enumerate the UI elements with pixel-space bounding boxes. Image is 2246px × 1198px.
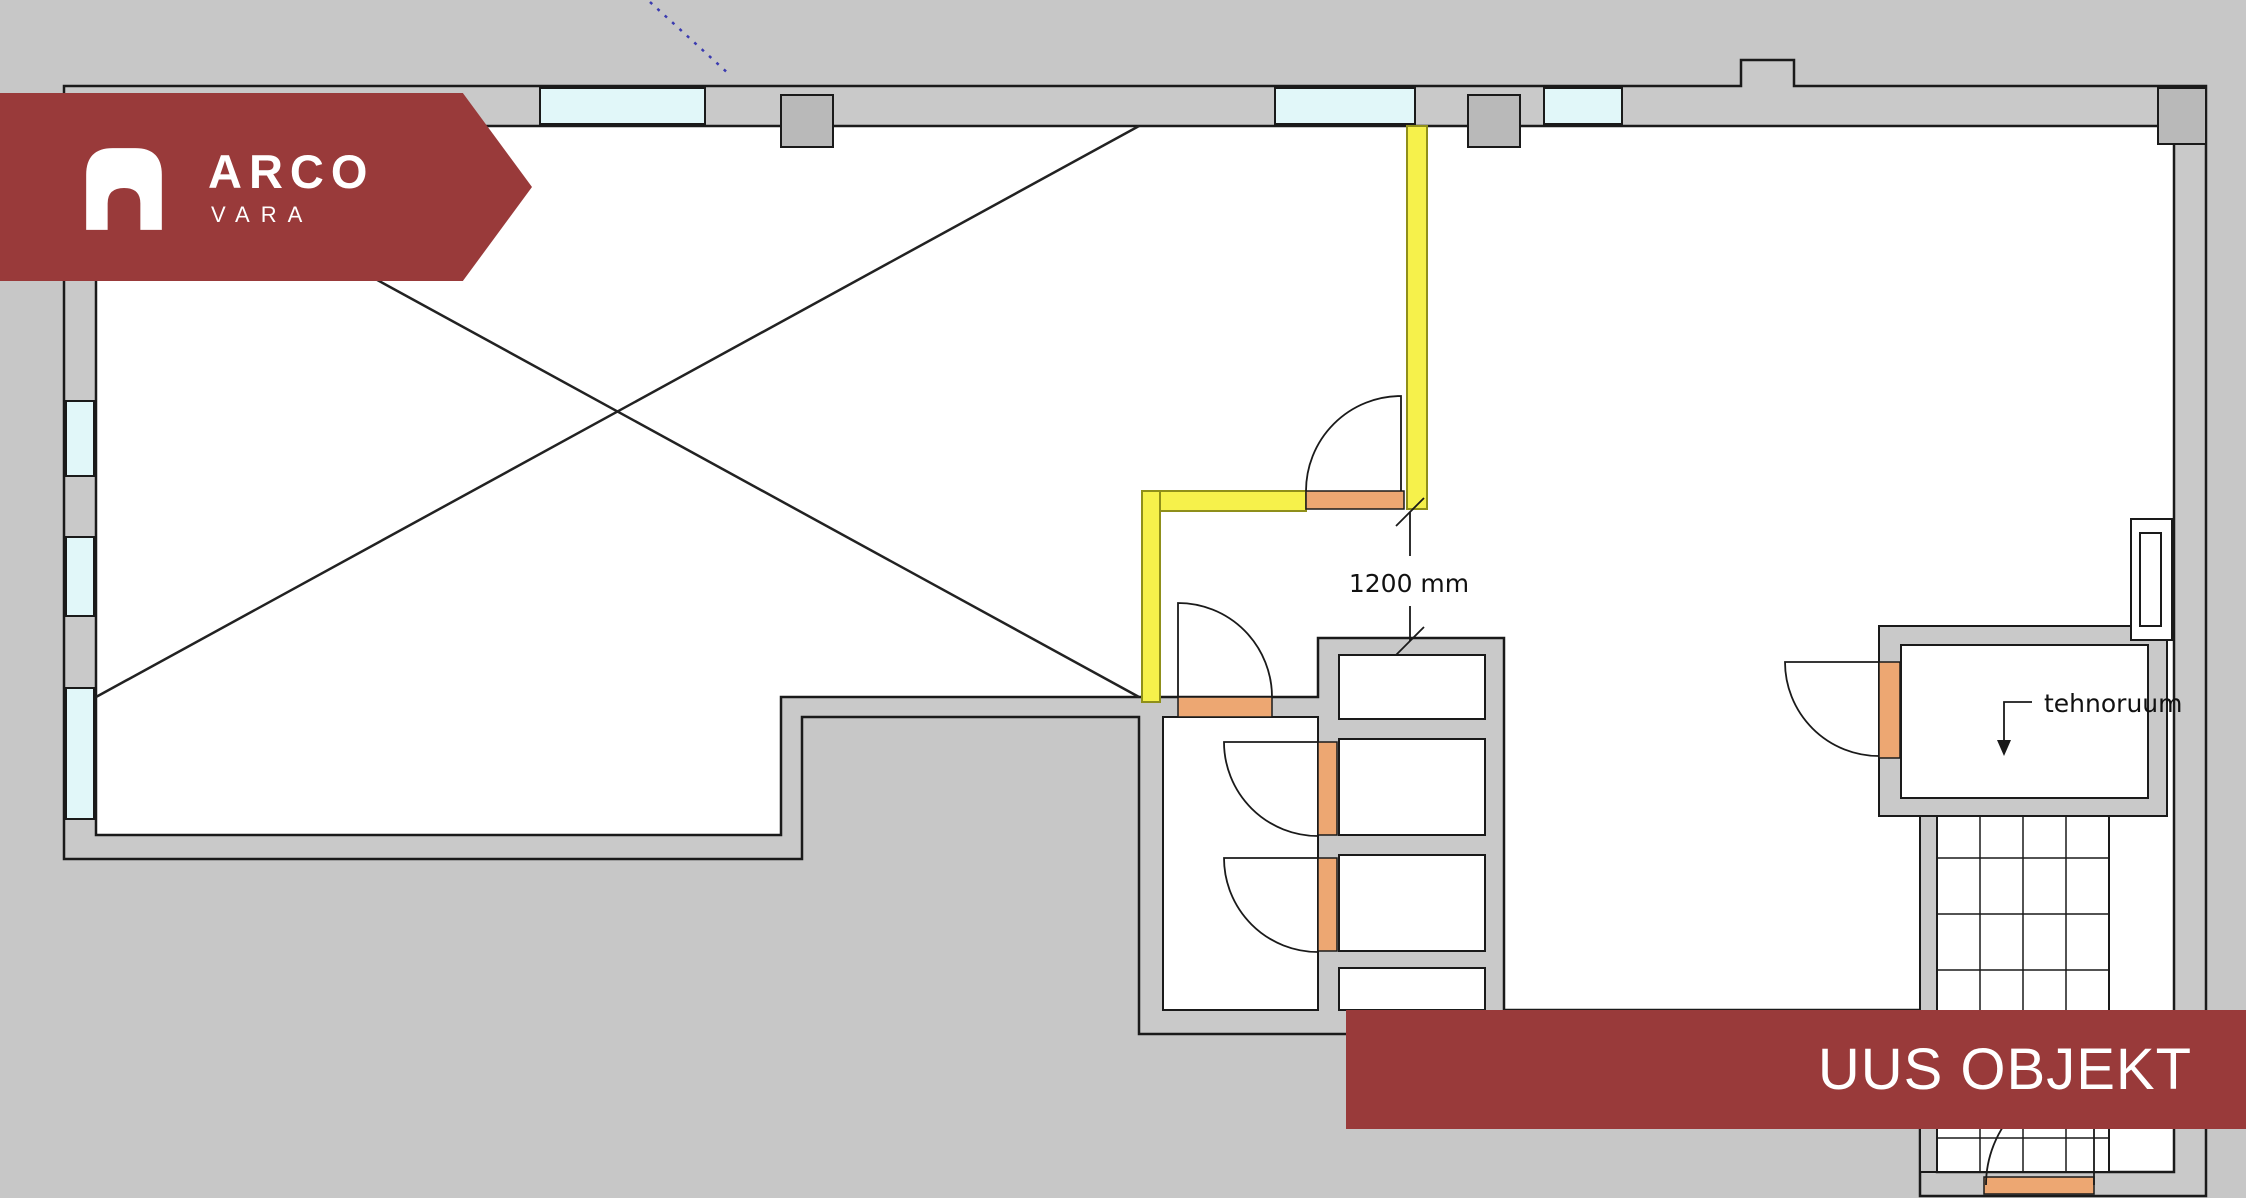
new-wall-vertical-long	[1406, 125, 1428, 510]
wc-room-3	[1338, 854, 1486, 952]
shaft-closet	[2130, 518, 2173, 641]
door-swing-hall	[1177, 602, 1273, 698]
arco-house-icon	[86, 148, 162, 230]
window-top-3	[1543, 87, 1623, 125]
windows	[65, 87, 1623, 820]
new-object-banner: UUS OBJEKT	[1346, 1010, 2246, 1129]
pillar-2	[1467, 94, 1521, 148]
door-sills	[1177, 490, 2095, 1195]
door-sill-wc3	[1317, 857, 1338, 952]
logo-badge: ARCO VARA	[0, 93, 532, 281]
floor-area	[94, 124, 2176, 1174]
guide-dotted-line	[649, 1, 732, 77]
hall-room	[1162, 716, 1319, 1011]
door-sill-wc2	[1317, 741, 1338, 836]
new-wall-horizontal	[1141, 490, 1307, 512]
logo-text: ARCO VARA	[208, 148, 374, 226]
window-top-2	[1274, 87, 1416, 125]
tehnoruum-room	[1878, 625, 2168, 817]
window-left-1	[65, 400, 95, 477]
door-swing-new-wall	[1305, 395, 1402, 492]
window-left-2	[65, 536, 95, 617]
door-sill-tehnoruum	[1878, 661, 1901, 759]
door-sill-hall	[1177, 696, 1273, 718]
pillar-corner	[2157, 87, 2207, 145]
dimension-label: 1200 mm	[1349, 569, 1469, 598]
door-sill-new-wall	[1305, 490, 1405, 510]
wc-room-1	[1338, 654, 1486, 720]
new-partition-walls	[1141, 125, 1428, 703]
pillar-1	[780, 94, 834, 148]
wc-room-4	[1338, 967, 1486, 1011]
new-wall-vertical-short	[1141, 490, 1161, 703]
door-swing-wc2	[1223, 741, 1319, 837]
door-swing-wc3	[1223, 857, 1319, 953]
window-top-1	[539, 87, 706, 125]
logo-name: ARCO	[208, 145, 375, 198]
door-sill-stairs	[1983, 1176, 2095, 1195]
door-swing-tehnoruum	[1784, 661, 1880, 757]
new-object-banner-label: UUS OBJEKT	[1817, 1037, 2192, 1102]
wc-room-2	[1338, 738, 1486, 836]
window-left-3	[65, 687, 95, 820]
pillars	[780, 87, 2207, 148]
logo-subtitle: VARA	[211, 202, 314, 227]
tehnoruum-label: tehnoruum	[2044, 689, 2183, 718]
tehnoruum-annotation: tehnoruum	[1997, 689, 2183, 756]
wc-block	[1162, 654, 1486, 1011]
dimension-1200: 1200 mm	[1330, 497, 1488, 656]
